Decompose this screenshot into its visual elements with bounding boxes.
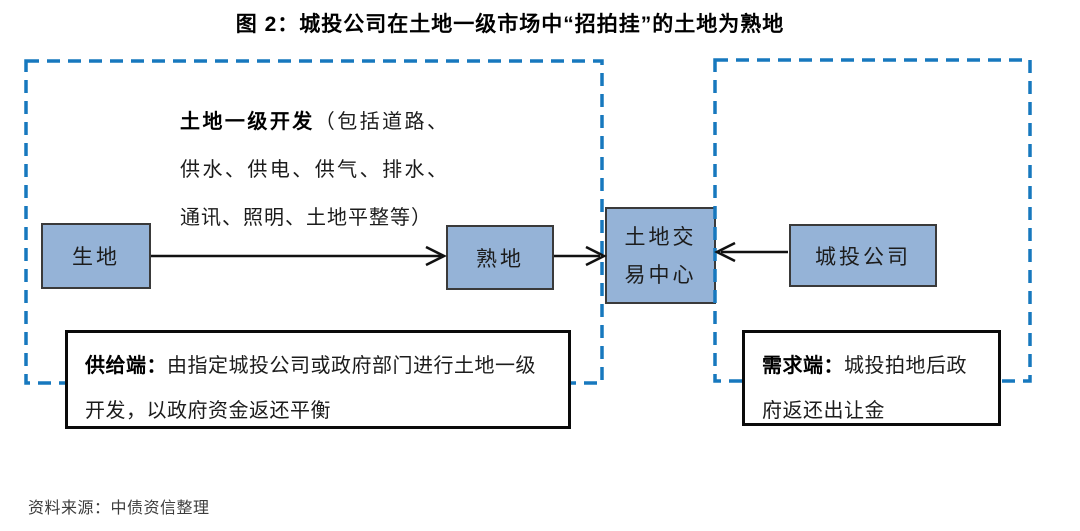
supply-note-lead: 供给端： [85,355,167,377]
node-exchange-line2: 易中心 [624,262,697,287]
annotation-lead: 土地一级开发 [180,111,315,133]
arrow-raw-to-developed [151,245,447,267]
demand-side-note: 需求端：城投拍地后政府返还出让金 [742,330,1001,426]
figure-title: 图 2：城投公司在土地一级市场中“招拍挂”的土地为熟地 [235,13,785,36]
arrow-lgfv-to-exchange [714,241,788,263]
node-exchange-line1: 土地交 [624,224,697,249]
node-raw-land-label: 生地 [72,245,120,269]
node-lgfv-company-label: 城投公司 [815,244,911,269]
demand-note-lead: 需求端： [762,355,844,377]
arrow-developed-to-exchange [554,245,607,267]
node-developed-land: 熟地 [446,225,554,290]
land-development-annotation: 土地一级开发（包括道路、供水、供电、供气、排水、通讯、照明、土地平整等） [180,98,448,242]
node-raw-land: 生地 [41,223,151,289]
node-land-exchange-center: 土地交 易中心 [605,207,716,304]
node-developed-land-label: 熟地 [476,246,524,271]
data-source-note: 资料来源：中债资信整理 [28,500,210,517]
node-lgfv-company: 城投公司 [789,224,937,287]
supply-side-note: 供给端：由指定城投公司或政府部门进行土地一级开发，以政府资金返还平衡 [65,330,571,429]
